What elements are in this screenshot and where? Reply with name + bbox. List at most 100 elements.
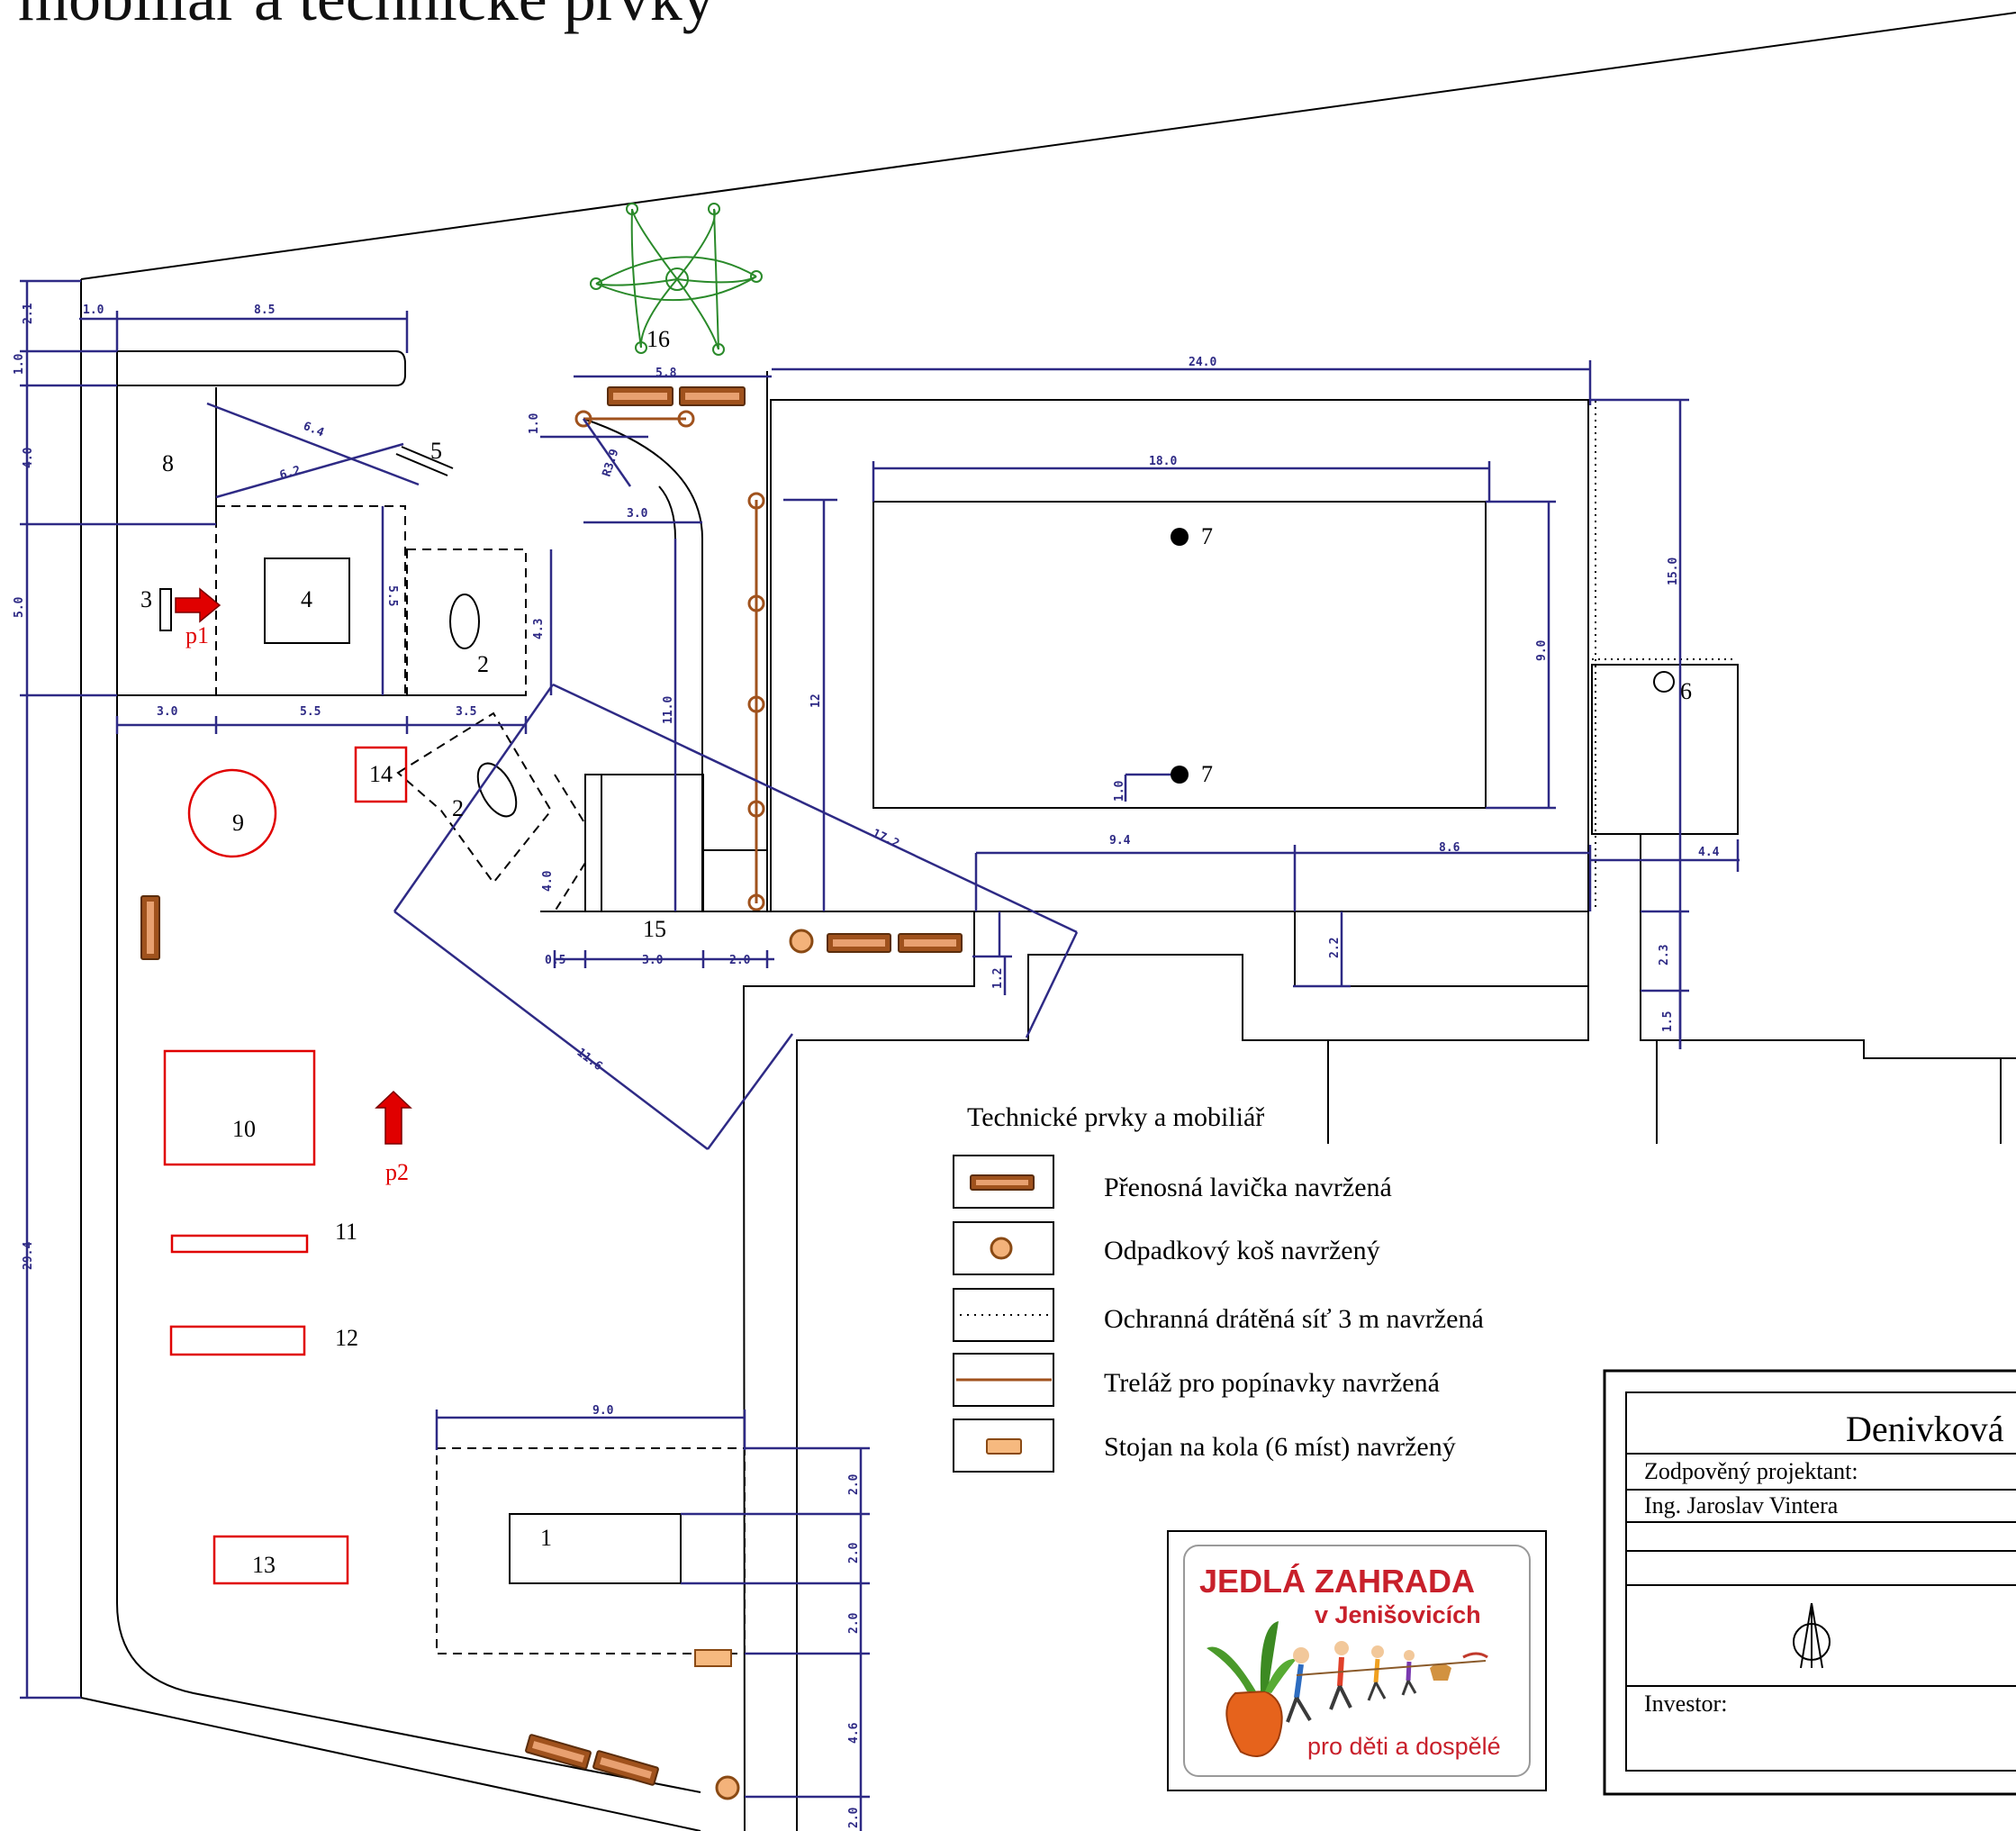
object-15-rect	[601, 774, 704, 912]
north-arrow-icon	[1793, 1602, 1831, 1669]
legend: Technické prvky a mobiliář Přenosná lavi…	[953, 1102, 1484, 1473]
dim-label: 0.5	[545, 954, 565, 967]
title-block-investor-label: Investor:	[1644, 1691, 1727, 1717]
dim-label: 3.0	[627, 507, 648, 521]
object-2-outline	[449, 594, 480, 649]
title-block-project: Denivková	[1846, 1409, 2004, 1449]
object-15-label: 15	[643, 916, 666, 942]
zone-1	[436, 1447, 746, 1654]
dim-label: 1.2	[991, 968, 1005, 989]
dim-label: 9.0	[592, 1404, 614, 1418]
object-labels: 8 5 3 p1 4 2 2 14 9 15 16 7 7 6 10 p2 11…	[140, 326, 1692, 1578]
bench-icon	[607, 386, 674, 406]
entrance-p1-arrow	[175, 587, 221, 623]
dim-label: 18.0	[1149, 455, 1177, 468]
dim-label: 5.0	[13, 596, 26, 618]
bench-icon	[140, 895, 160, 960]
dim-label: 1.5	[1661, 1011, 1675, 1032]
object-7b-label: 7	[1201, 761, 1213, 787]
object-3-label: 3	[140, 586, 152, 612]
legend-item-label: Přenosná lavička navržená	[1104, 1173, 1392, 1202]
pergola-area	[540, 371, 768, 912]
logo-subtitle: v Jenišovicích	[1315, 1601, 1481, 1628]
dim-label: 5.8	[655, 367, 677, 380]
object-1-rect	[509, 1513, 682, 1584]
title-block-designer-name: Ing. Jaroslav Vintera	[1644, 1492, 1839, 1518]
project-logo: JEDLÁ ZAHRADA v Jenišovicích	[1167, 1530, 1547, 1791]
object-10-label: 10	[232, 1116, 256, 1142]
bench-icon	[525, 1734, 592, 1770]
object-3-outline	[159, 588, 172, 631]
logo-title: JEDLÁ ZAHRADA	[1199, 1563, 1475, 1600]
object-2-label: 2	[477, 651, 489, 677]
dim-label: 17.2	[870, 827, 901, 851]
object-11-label: 11	[335, 1219, 357, 1245]
dim-label: R3.9	[601, 448, 622, 478]
dim-label: 2.2	[1328, 938, 1342, 958]
bench-icon	[679, 386, 746, 406]
legend-item-label: Stojan na kola (6 míst) navržený	[1104, 1432, 1456, 1462]
entrance-p1-label: p1	[185, 622, 209, 648]
object-2b-outline	[476, 762, 518, 818]
dim-label: 1.0	[13, 353, 26, 375]
dim-label: 4.0	[541, 870, 555, 892]
entrance-area	[117, 446, 553, 884]
dim-label: 5.5	[300, 705, 321, 719]
object-9-label: 9	[232, 810, 244, 836]
dim-label: 2.0	[847, 1807, 861, 1828]
entrance-p2-arrow	[375, 1090, 412, 1145]
object-6-label: 6	[1680, 678, 1692, 704]
dim-label: 4.6	[847, 1722, 861, 1744]
bench-icon	[970, 1174, 1035, 1191]
dim-label: 11.0	[662, 696, 675, 724]
sports-field	[770, 399, 1739, 912]
dim-label: 12	[809, 693, 823, 708]
dim-label: 4.3	[532, 619, 546, 639]
entrance-p2-label: p2	[385, 1159, 409, 1185]
dim-label: 2.1	[22, 303, 35, 324]
legend-swatch-box	[953, 1155, 1054, 1209]
proposed-elements	[163, 746, 408, 1585]
dim-label: 6.2	[278, 464, 303, 483]
dim-label: 3.0	[642, 954, 664, 967]
object-14-rect	[354, 746, 408, 803]
legend-swatch-box	[953, 1419, 1054, 1473]
dim-label: 1.0	[528, 412, 541, 434]
page-title: mobiliář a technické prvky	[18, 0, 715, 31]
dim-label: 3.0	[157, 705, 178, 719]
object-13-label: 13	[252, 1552, 276, 1578]
legend-swatch-box	[953, 1288, 1054, 1342]
dimension-labels: 1.0 8.5 2.1 1.0 4.0 5.0 29.4 6.4 6.2 5.5…	[13, 303, 1720, 1828]
dimension-lines	[20, 279, 1740, 1831]
object-8-label: 8	[162, 450, 174, 476]
object-12-label: 12	[335, 1325, 358, 1351]
dim-label: 1.0	[83, 304, 104, 317]
object-4-outline	[264, 557, 350, 644]
legend-swatch-box	[953, 1353, 1054, 1407]
dim-label: 6.4	[302, 420, 327, 440]
object-7-label: 7	[1201, 523, 1213, 549]
dim-label: 9.0	[1535, 639, 1549, 661]
logo-footer: pro děti a dospělé	[1307, 1733, 1501, 1760]
object-2b-label: 2	[452, 795, 464, 821]
dim-label: 29.4	[22, 1242, 35, 1270]
object-9-circle	[187, 768, 277, 858]
bin-icon	[789, 929, 814, 954]
dim-label: 4.0	[22, 447, 35, 468]
object-1-label: 1	[540, 1525, 552, 1551]
logo-illustration	[1207, 1621, 1488, 1757]
object-13-rect	[212, 1535, 349, 1585]
bench-icon	[592, 1750, 659, 1786]
dim-label: 8.5	[254, 304, 275, 317]
bike-rack-icon	[694, 1649, 732, 1667]
legend-item-label: Treláž pro popínavky navržená	[1104, 1368, 1440, 1398]
bin-icon	[990, 1237, 1013, 1260]
object-14-label: 14	[369, 761, 393, 787]
legend-swatch-box	[953, 1221, 1054, 1275]
dim-label: 9.4	[1109, 834, 1131, 848]
dim-label: 2.0	[729, 954, 751, 967]
legend-item-label: Ochranná drátěná síť 3 m navržená	[1104, 1304, 1484, 1334]
legend-item-label: Odpadkový koš navržený	[1104, 1236, 1380, 1265]
object-11-rect	[170, 1234, 309, 1254]
